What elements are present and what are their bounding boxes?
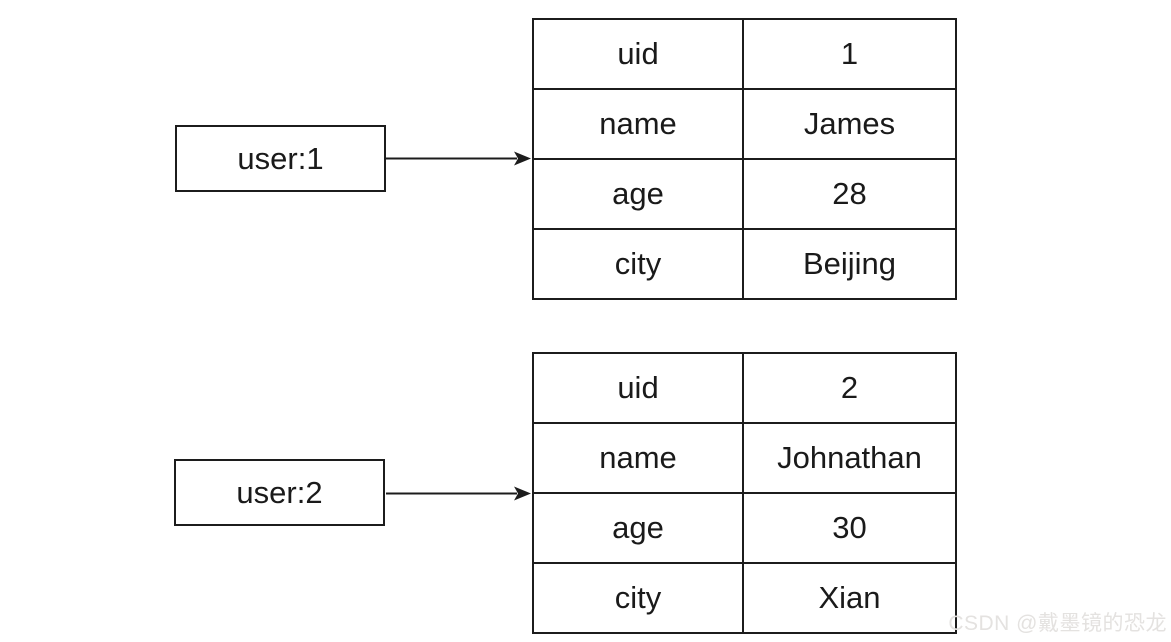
arrow-user2-to-table2	[386, 486, 531, 501]
hash-table-user2: uid 2 name Johnathan age 30 city Xian	[532, 352, 957, 634]
field-name-cell: name	[532, 88, 744, 160]
field-name-cell: uid	[532, 352, 744, 424]
field-value-cell: Beijing	[742, 228, 957, 300]
key-box-user1: user:1	[175, 125, 386, 192]
key-label-user2: user:2	[236, 474, 323, 510]
table-row: name James	[532, 88, 957, 160]
csdn-watermark: CSDN @戴墨镜的恐龙	[948, 612, 1167, 635]
field-value-cell: 30	[742, 492, 957, 564]
field-name-cell: name	[532, 422, 744, 494]
field-name-cell: uid	[532, 18, 744, 90]
field-value-cell: 2	[742, 352, 957, 424]
field-value-cell: Johnathan	[742, 422, 957, 494]
table-row: city Xian	[532, 562, 957, 634]
field-value-cell: James	[742, 88, 957, 160]
table-row: uid 2	[532, 352, 957, 424]
key-box-user2: user:2	[174, 459, 385, 526]
field-value-cell: 28	[742, 158, 957, 230]
table-row: city Beijing	[532, 228, 957, 300]
table-row: age 30	[532, 492, 957, 564]
hash-table-user1: uid 1 name James age 28 city Beijing	[532, 18, 957, 300]
field-value-cell: 1	[742, 18, 957, 90]
field-name-cell: city	[532, 562, 744, 634]
field-name-cell: age	[532, 492, 744, 564]
table-row: uid 1	[532, 18, 957, 90]
field-value-cell: Xian	[742, 562, 957, 634]
table-row: name Johnathan	[532, 422, 957, 494]
arrow-user1-to-table1	[386, 151, 531, 166]
key-label-user1: user:1	[237, 140, 324, 176]
table-row: age 28	[532, 158, 957, 230]
field-name-cell: city	[532, 228, 744, 300]
field-name-cell: age	[532, 158, 744, 230]
